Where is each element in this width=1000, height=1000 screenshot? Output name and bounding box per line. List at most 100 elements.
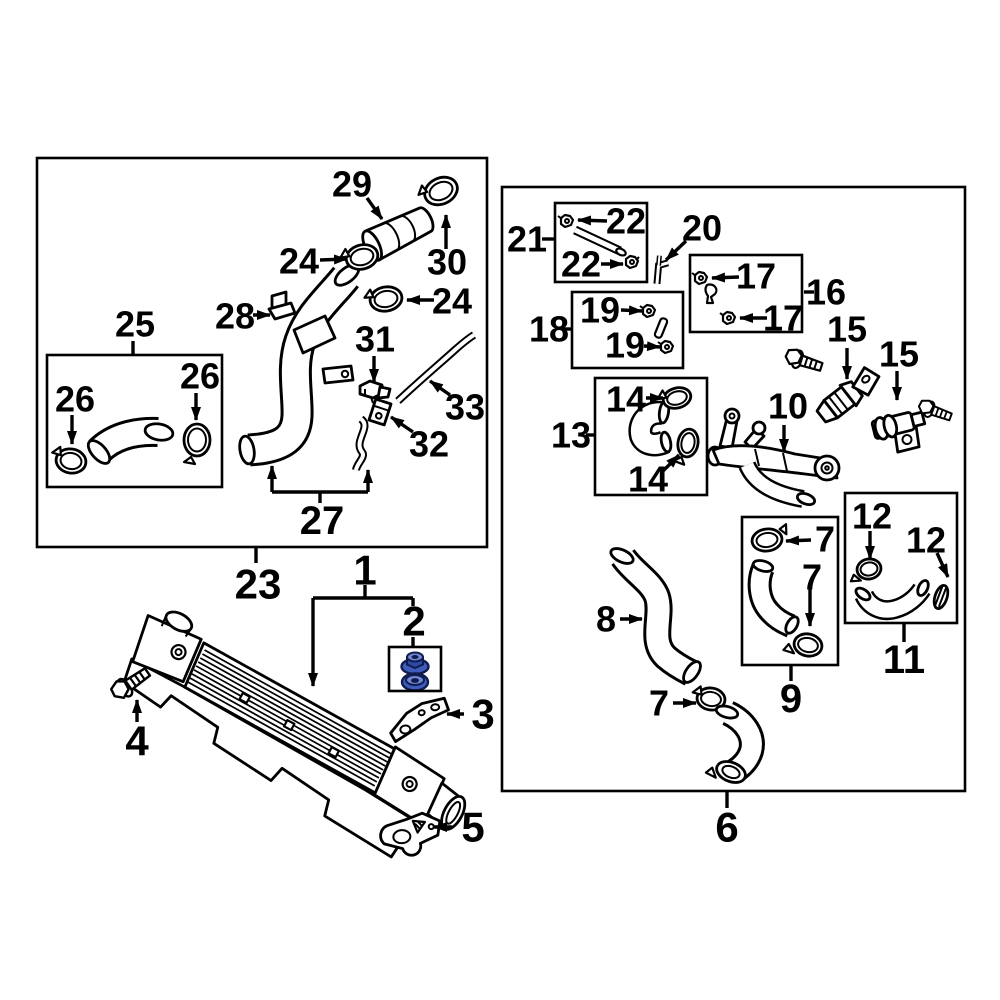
callout-label-12: 12 — [852, 496, 892, 537]
callout-label-29: 29 — [332, 164, 372, 205]
panel-upper-left-panel — [35, 156, 489, 549]
clamp-drawing-7a — [750, 523, 788, 553]
bracket-drawing-28 — [267, 290, 297, 321]
tube-drawing-33 — [395, 331, 477, 404]
callout-label-19: 19 — [605, 325, 645, 366]
callout-label-32: 32 — [409, 424, 449, 465]
callout-label-22: 22 — [606, 201, 646, 242]
tube-drawing-21 — [573, 225, 627, 257]
callout-label-6: 6 — [715, 804, 738, 851]
hose-drawing-25 — [86, 416, 175, 465]
callout-label-11: 11 — [883, 638, 925, 682]
bracket-drawing-16 — [704, 283, 718, 305]
callout-label-26: 26 — [180, 356, 220, 397]
callout-label-3: 3 — [471, 691, 494, 738]
callout-label-13: 13 — [551, 415, 591, 456]
hose-drawing-6-lower — [704, 701, 765, 784]
screw-drawing-22b — [624, 254, 640, 270]
pin-drawing-19 — [653, 317, 669, 339]
callout-label-24: 24 — [279, 241, 319, 282]
callout-label-5: 5 — [461, 804, 484, 851]
hose-drawing-8 — [609, 547, 702, 686]
callout-label-15: 15 — [879, 334, 919, 375]
panel-box-2 — [387, 645, 443, 693]
callout-arrow-21 — [620, 305, 643, 316]
elbow-drawing-20 — [653, 255, 669, 285]
highlighted-grommet-nut-2 — [400, 651, 430, 692]
callout-arrow-9 — [429, 379, 451, 397]
screw-drawing-17b — [719, 310, 737, 326]
callout-label-15: 15 — [827, 309, 867, 350]
panel-box-11 — [843, 491, 959, 625]
sensor-drawing-15b — [870, 410, 927, 454]
panel-box-21 — [553, 201, 649, 284]
clamp-drawing-12a — [849, 557, 883, 583]
bolt-drawing-15a — [784, 348, 824, 372]
pipe-sleeve — [292, 314, 337, 355]
callout-label-25: 25 — [115, 304, 155, 345]
clamp-drawing-7b — [782, 632, 824, 658]
callout-arrow-8 — [390, 415, 414, 434]
bracket-drawing-10 — [706, 407, 841, 508]
callout-label-2: 2 — [402, 598, 425, 645]
callout-label-33: 33 — [445, 387, 485, 428]
clamp-drawing-24a — [339, 243, 380, 271]
bolt-drawing-4 — [109, 667, 152, 699]
sensor-drawing-15a — [815, 366, 881, 424]
callout-label-17: 17 — [763, 298, 803, 339]
intercooler-drawing-23 — [122, 610, 467, 859]
callout-label-16: 16 — [806, 272, 846, 313]
callout-label-10: 10 — [768, 386, 808, 427]
callout-label-7: 7 — [815, 519, 835, 560]
screw-drawing-17a — [691, 270, 709, 286]
callout-label-4: 4 — [125, 718, 149, 765]
clamp-drawing-26b — [182, 422, 212, 466]
callout-label-9: 9 — [780, 677, 802, 721]
callout-arrow-0 — [365, 197, 384, 220]
hose-drawing-9 — [747, 559, 800, 638]
callout-arrow-29 — [935, 552, 950, 578]
charge-pipe-drawing-27 — [238, 263, 361, 467]
callout-label-27: 27 — [300, 499, 345, 543]
callout-label-24: 24 — [432, 281, 472, 322]
callout-label-17: 17 — [736, 256, 776, 297]
callout-label-8: 8 — [596, 599, 616, 640]
panel-box-16 — [688, 253, 804, 334]
callout-label-28: 28 — [215, 296, 255, 337]
callout-label-21: 21 — [507, 219, 547, 260]
callout-label-12: 12 — [906, 520, 946, 561]
callout-arrow-18 — [664, 239, 688, 262]
clamp-drawing-24b — [363, 285, 404, 313]
callout-label-7: 7 — [802, 557, 822, 598]
callout-label-18: 18 — [529, 309, 569, 350]
callout-label-22: 22 — [561, 244, 601, 285]
callout-label-14: 14 — [606, 379, 646, 420]
bracket-drawing-5 — [379, 811, 442, 857]
callout-arrow-24 — [661, 453, 681, 473]
bolt-drawing-15b — [917, 399, 953, 422]
clamp-drawing-12b — [932, 584, 950, 610]
callout-label-19: 19 — [580, 290, 620, 331]
hose-drawing-11 — [854, 579, 931, 621]
callout-arrow-2 — [319, 254, 348, 265]
callout-arrow-30 — [785, 535, 812, 546]
callout-label-31: 31 — [355, 319, 395, 360]
callout-label-20: 20 — [682, 208, 722, 249]
bracket-drawing-32 — [367, 397, 393, 427]
vacuum-hose-drawing-27b — [352, 415, 369, 472]
callout-arrow-22 — [643, 341, 661, 352]
screw-drawing-22a — [557, 213, 575, 229]
callout-arrow-19 — [711, 272, 740, 283]
callout-label-23: 23 — [235, 561, 282, 608]
panel-right-panel — [500, 185, 967, 793]
callout-label-30: 30 — [427, 242, 467, 283]
callout-label-1: 1 — [353, 547, 376, 594]
clamp-drawing-30 — [417, 175, 459, 207]
callout-label-26: 26 — [55, 379, 95, 420]
callout-arrow-16 — [577, 215, 608, 226]
clamp-drawing-26a — [51, 445, 88, 475]
callout-label-7: 7 — [649, 683, 669, 724]
